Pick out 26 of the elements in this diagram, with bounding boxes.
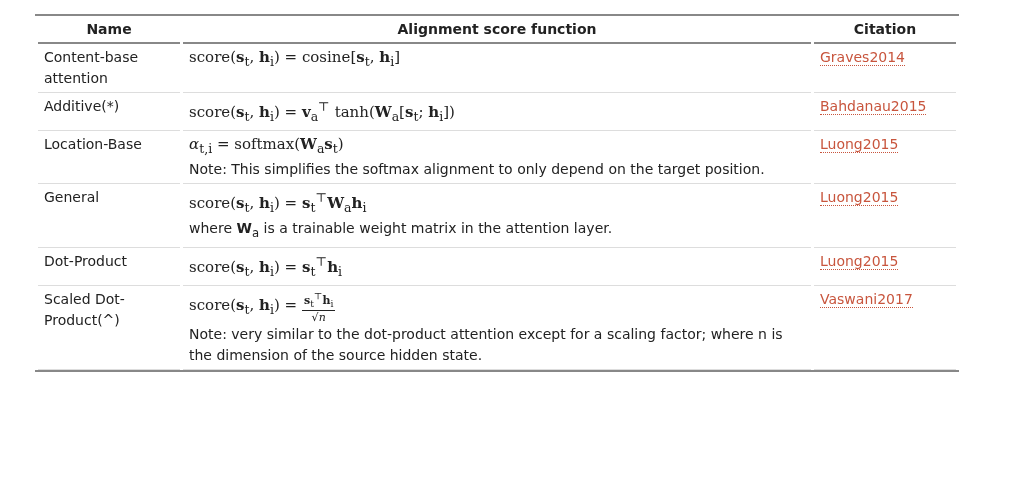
note-text: where W$_{a}$ is a trainable weight matrix in the attention layer. [189, 219, 614, 242]
name-cell: Scaled Dot-Product(^) [38, 285, 180, 370]
formula: score(s$_{t}$, h$_{i}$) = s$_{t}$$^{⊤}$W$_{a}$h$_{i}$ [189, 189, 368, 217]
citation-link: Bahdanau2015 [820, 98, 927, 115]
column-header: Name [38, 16, 180, 44]
column-header: Citation [814, 16, 956, 44]
citation-link: Graves2014 [820, 49, 905, 66]
citation-link: Vaswani2017 [820, 290, 913, 308]
note-text: Note: very similar to the dot-product attention except for a scaling factor; where n is the dimension of the source hidden state. [189, 324, 784, 365]
formula: score(s$_{t}$, h$_{i}$) = v$_{a}$$^{⊤}$ tanh(W$_{a}$[s$_{t}$; h$_{i}$]) [189, 98, 456, 126]
name-cell: General [38, 184, 180, 248]
fraction-numerator: s$_{t}$$^{⊤}$h$_{i}$ [301, 288, 336, 311]
citation-link: Luong2015 [820, 136, 899, 153]
name-cell: Dot-Product [38, 247, 180, 286]
citation-link: Luong2015 [820, 252, 899, 270]
column-header: Alignment score function [183, 16, 811, 44]
note-text: Note: This simplifies the softmax alignment to only depend on the target position. [189, 160, 766, 179]
citation-link: Luong2015 [820, 189, 899, 206]
formula: score(s$_{t}$, h$_{i}$) = s$_{t}$$^{⊤}$h$_{i}$ [189, 252, 344, 281]
name-cell: Additive(*) [38, 93, 180, 131]
formula: α$_{t,i}$ = softmax(W$_{a}$s$_{t}$) [189, 134, 345, 158]
name-cell: Content-base attention [38, 44, 180, 93]
name-cell: Location-Base [38, 131, 180, 184]
formula: score(s$_{t}$, h$_{i}$) = cosine[s$_{t}$, h$_{i}$] [189, 47, 402, 71]
fraction-denominator: √n [311, 310, 326, 324]
formula: score(s$_{t}$, h$_{i}$) = [189, 296, 299, 315]
